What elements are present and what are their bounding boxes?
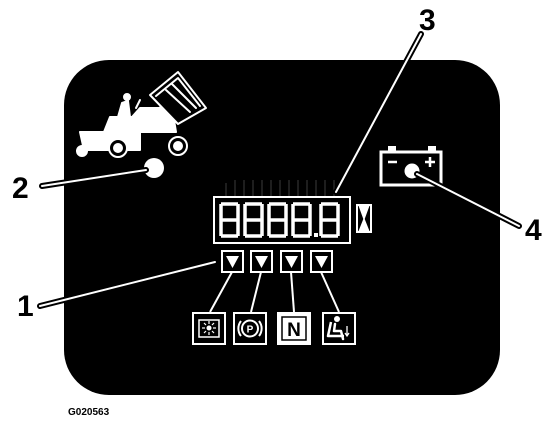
- callout-3: 3: [419, 4, 436, 37]
- callout-2: 2: [12, 172, 29, 205]
- operator-seat-icon: [323, 313, 355, 344]
- neutral-symbol: N: [287, 320, 301, 341]
- callout-1: 1: [17, 290, 34, 323]
- indicator-arrow: [311, 251, 332, 272]
- callout-4: 4: [525, 214, 542, 247]
- figure-code: G020563: [68, 407, 110, 418]
- parking-brake-icon: P: [234, 313, 266, 344]
- neutral-icon: N: [278, 313, 310, 344]
- parking-brake-symbol: P: [247, 325, 254, 336]
- indicator-arrow: [281, 251, 302, 272]
- indicator-arrow: [222, 251, 243, 272]
- lcd-decimal-point: [314, 233, 318, 237]
- pto-icon: [193, 313, 225, 344]
- indicator-arrow: [251, 251, 272, 272]
